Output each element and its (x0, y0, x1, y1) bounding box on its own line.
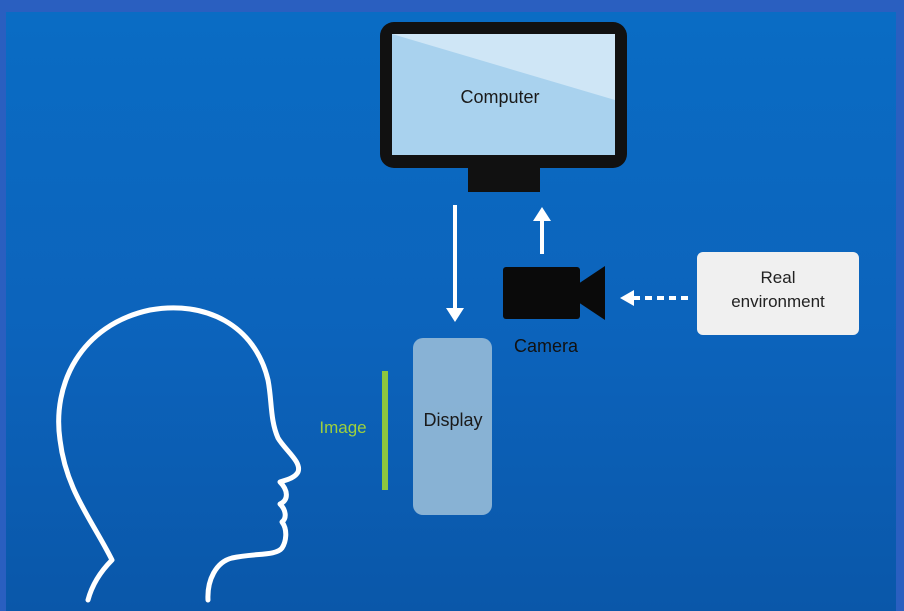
dashed-arrow-environment-to-camera (620, 290, 688, 306)
head-outline-icon (56, 305, 302, 603)
computer-monitor-icon (380, 22, 627, 192)
display-panel (413, 338, 492, 515)
diagram-graphics (56, 22, 859, 603)
real-environment-box (697, 252, 859, 335)
arrow-camera-to-computer (533, 207, 551, 254)
arrow-computer-to-display (446, 205, 464, 322)
image-label: Image (319, 418, 367, 437)
diagram-canvas: Computer Display Camera Image Real envir… (6, 12, 896, 611)
real-environment-label: Real environment (697, 266, 859, 314)
computer-label: Computer (460, 87, 540, 107)
camera-label: Camera (513, 336, 579, 356)
real-environment-line1: Real (760, 268, 796, 287)
display-label: Display (423, 410, 483, 430)
image-bar (382, 371, 388, 490)
camera-icon (503, 266, 605, 320)
real-environment-line2: environment (731, 292, 825, 311)
